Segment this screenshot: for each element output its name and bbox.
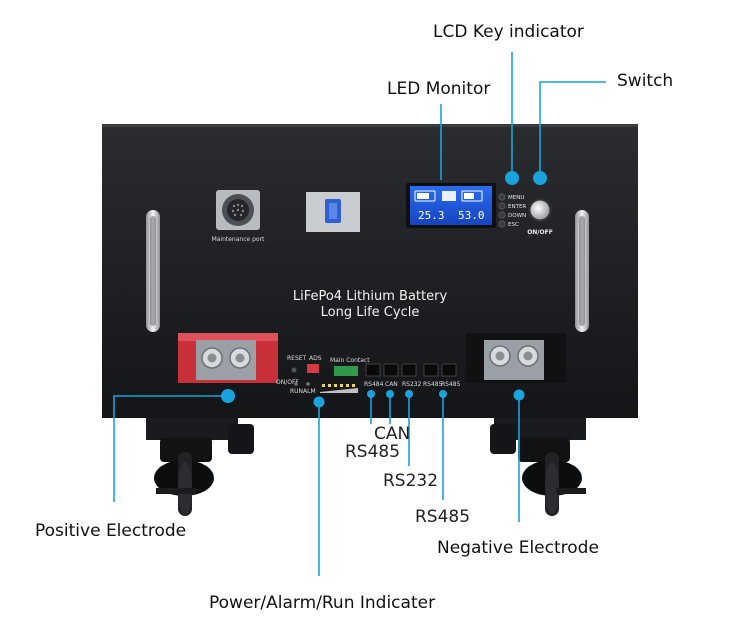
callout-negative-electrode: Negative Electrode [437, 538, 599, 558]
main-contact-label: Main Contact [330, 357, 370, 364]
dot-rs485b [439, 390, 447, 398]
callout-rs485-b: RS485 [415, 507, 471, 527]
lcd-left-value: 25.3 [418, 209, 445, 222]
dot-negative [513, 389, 525, 401]
key-esc[interactable] [498, 220, 506, 228]
port-rs485b-label: RS485 [441, 381, 461, 388]
port-rs485a-label: RS485 [423, 381, 443, 388]
onoff-switch-label: ON/OFF [527, 229, 553, 236]
positive-terminal [178, 333, 278, 383]
dot-rs232 [405, 390, 413, 398]
caster-left [146, 418, 254, 516]
reset-label: RESET [287, 355, 307, 362]
power-switch[interactable] [528, 198, 552, 222]
lcd-keys: MENU ENTER DOWN ESC [498, 193, 526, 228]
dot-can [386, 390, 394, 398]
line-positive [113, 395, 228, 502]
dot-positive [221, 389, 235, 403]
maintenance-port[interactable] [216, 190, 260, 230]
lcd-right-value: 53.0 [458, 209, 485, 222]
port-group [365, 363, 457, 377]
handle-left [146, 210, 160, 332]
callout-lines [113, 52, 606, 576]
key-down[interactable] [498, 211, 506, 219]
key-menu-label: MENU [508, 195, 524, 201]
callout-dots [221, 171, 547, 408]
port-rs484-label: RS484 [364, 381, 384, 388]
port-can-label: CAN [385, 381, 398, 388]
onoff-small-label: ON/OFF [276, 379, 299, 386]
key-esc-label: ESC [508, 222, 519, 228]
dot-switch [533, 171, 547, 185]
negative-terminal [466, 333, 566, 383]
reset-button[interactable] [291, 367, 297, 373]
case-title-line1: LiFePo4 Lithium Battery [293, 289, 448, 304]
handle-right [575, 210, 589, 332]
ads-label: ADS [309, 355, 322, 362]
key-enter-label: ENTER [508, 204, 526, 210]
caster-right [490, 418, 586, 516]
port-rs485b[interactable] [441, 363, 457, 377]
soc-led-bar [320, 384, 358, 393]
callout-rs232: RS232 [383, 471, 439, 491]
run-label: RUN [290, 388, 303, 395]
callout-can: CAN [374, 424, 411, 444]
port-rs232[interactable] [401, 363, 417, 377]
key-enter[interactable] [498, 202, 506, 210]
callout-led-monitor: LED Monitor [387, 79, 491, 99]
alm-led [306, 382, 310, 386]
key-down-label: DOWN [508, 213, 526, 219]
alm-label: ALM [303, 388, 316, 395]
dot-rs485a [367, 390, 375, 398]
breaker[interactable] [306, 192, 360, 232]
maintenance-port-label: Maintenance port [212, 236, 265, 243]
main-contact-connector [334, 366, 358, 376]
callout-rs485-a: RS485 [345, 442, 401, 462]
line-switch [539, 81, 606, 178]
lcd-screen: 25.3 53.0 [406, 183, 496, 228]
ads-switch[interactable] [307, 364, 319, 373]
dot-power-alarm [313, 396, 325, 408]
dot-lcd-key [505, 171, 519, 185]
case-title-line2: Long Life Cycle [321, 305, 420, 320]
port-rs485a[interactable] [423, 363, 439, 377]
port-rs232-label: RS232 [402, 381, 422, 388]
callout-switch: Switch [617, 71, 674, 91]
run-led [294, 382, 298, 386]
key-menu[interactable] [498, 193, 506, 201]
callout-power-alarm-run: Power/Alarm/Run Indicater [209, 593, 436, 613]
callout-lcd-key-indicator: LCD Key indicator [433, 22, 584, 42]
port-can[interactable] [383, 363, 399, 377]
callout-positive-electrode: Positive Electrode [35, 521, 187, 541]
port-rs484[interactable] [365, 363, 381, 377]
